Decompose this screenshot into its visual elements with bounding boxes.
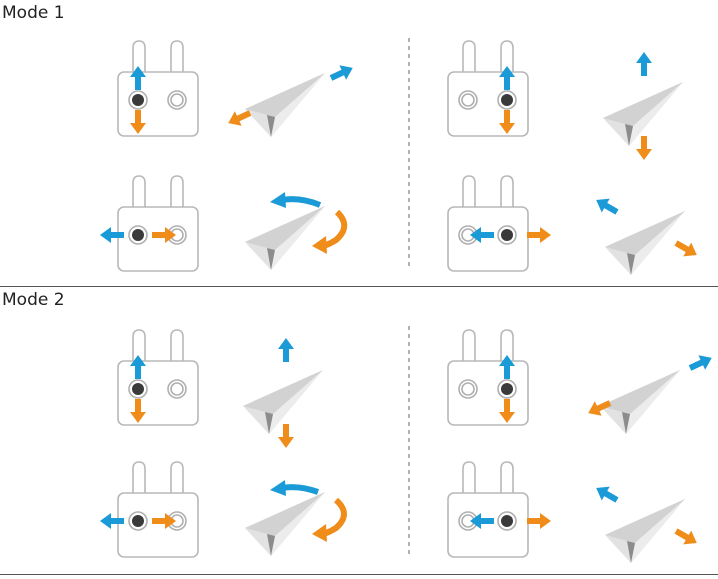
blue-arrow-icon (592, 481, 621, 507)
blue-arrow-icon (686, 350, 716, 376)
remote-controller-icon (100, 175, 199, 272)
remote-controller-icon (447, 175, 551, 272)
remote-controller-icon (447, 329, 529, 426)
paper-plane-icon (605, 499, 685, 563)
orange-arrow-icon (312, 209, 348, 254)
mode2-pitch-group (447, 329, 716, 434)
mode2-throttle-group (117, 329, 323, 448)
mode-2-title: Mode 2 (2, 290, 65, 310)
blue-arrow-icon (278, 338, 294, 362)
mode-separator-line (0, 286, 718, 287)
orange-arrow-icon (672, 524, 701, 550)
orange-arrow-icon (672, 236, 701, 262)
blue-arrow-icon (270, 192, 322, 208)
orange-arrow-icon (278, 424, 294, 448)
remote-controller-icon (447, 461, 551, 558)
blue-arrow-icon (327, 60, 357, 86)
orange-arrow-icon (636, 136, 652, 160)
remote-controller-icon (447, 40, 529, 137)
paper-plane-icon (605, 211, 685, 275)
remote-controller-icon (100, 461, 199, 558)
orange-arrow-icon (312, 497, 347, 542)
mode1-throttle-group (447, 40, 683, 160)
mode2-yaw-group (100, 461, 347, 558)
mode1-yaw-group (100, 175, 348, 272)
blue-arrow-icon (270, 480, 319, 496)
mode-1-title: Mode 1 (2, 3, 65, 23)
blue-arrow-icon (592, 193, 621, 219)
bottom-rule-line (0, 574, 718, 575)
paper-plane-icon (245, 206, 325, 270)
paper-plane-icon (600, 370, 680, 434)
mode2-roll-group (447, 461, 701, 563)
mode1-pitch-group (117, 40, 357, 137)
paper-plane-icon (245, 492, 325, 556)
remote-controller-icon (117, 40, 199, 137)
paper-plane-icon (245, 73, 325, 137)
mode1-roll-group (447, 175, 701, 275)
blue-arrow-icon (636, 52, 652, 76)
remote-controller-icon (117, 329, 199, 426)
